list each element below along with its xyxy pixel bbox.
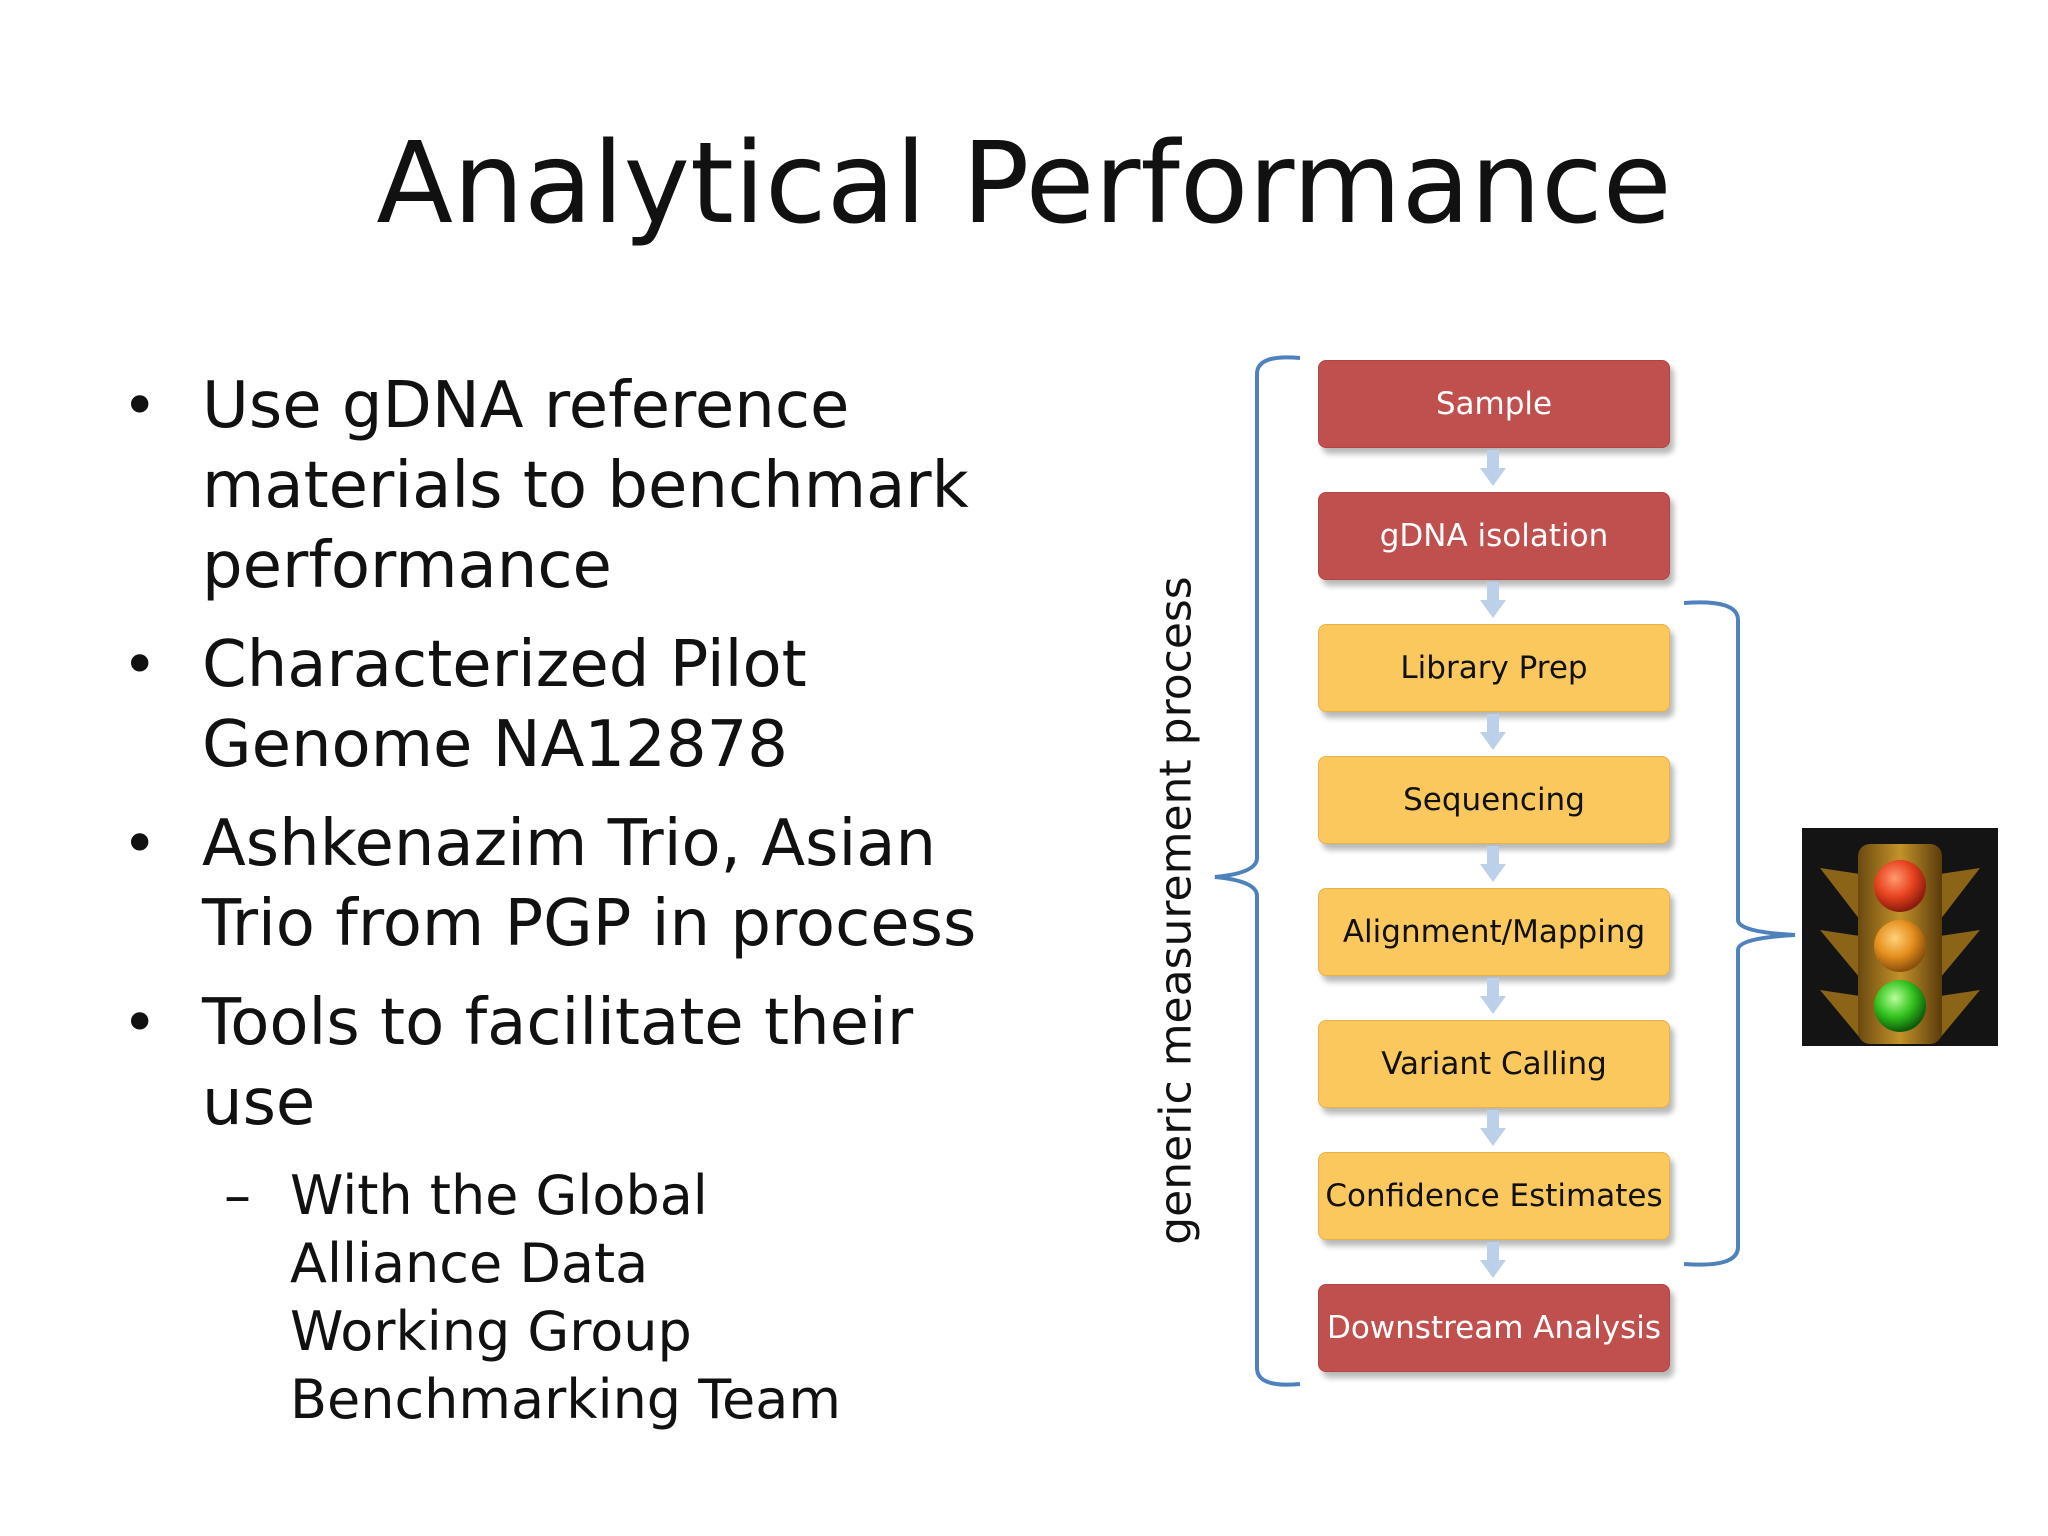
sub-bullet-dash: – [224, 1164, 251, 1227]
step-downstream-analysis: Downstream Analysis [1318, 1284, 1670, 1372]
right-curly-bracket [1683, 600, 1796, 1267]
left-curly-bracket [1214, 355, 1301, 1387]
sub-bullet-item: – With the Global Alliance Data Working … [120, 1162, 850, 1434]
traffic-light-icon [1802, 828, 1998, 1046]
bullet-item: • Characterized Pilot Genome NA12878 [120, 625, 922, 785]
down-arrow-icon [1480, 1110, 1506, 1146]
down-arrow-icon [1480, 582, 1506, 618]
down-arrow-icon [1480, 978, 1506, 1014]
bullet-dot-icon: • [122, 988, 158, 1058]
step-sequencing: Sequencing [1318, 756, 1670, 844]
bullet-item: • Use gDNA reference materials to benchm… [120, 366, 1042, 606]
bullet-text: Use gDNA reference materials to benchmar… [202, 369, 969, 603]
slide-title: Analytical Performance [376, 119, 1672, 249]
bullet-text: Characterized Pilot Genome NA12878 [202, 628, 807, 782]
step-library-prep: Library Prep [1318, 624, 1670, 712]
down-arrow-icon [1480, 714, 1506, 750]
bullet-text: Tools to facilitate their use [202, 986, 914, 1140]
step-variant-calling: Variant Calling [1318, 1020, 1670, 1108]
down-arrow-icon [1480, 1242, 1506, 1278]
sub-bullet-text: With the Global Alliance Data Working Gr… [290, 1164, 841, 1431]
down-arrow-icon [1480, 450, 1506, 486]
bullet-dot-icon: • [122, 371, 158, 441]
step-sample: Sample [1318, 360, 1670, 448]
bullet-text: Ashkenazim Trio, Asian Trio from PGP in … [202, 807, 977, 961]
bullet-item: • Tools to facilitate their use [120, 983, 1002, 1143]
bullet-item: • Ashkenazim Trio, Asian Trio from PGP i… [120, 804, 1042, 964]
step-alignment-mapping: Alignment/Mapping [1318, 888, 1670, 976]
step-gdna-isolation: gDNA isolation [1318, 492, 1670, 580]
bullet-list: • Use gDNA reference materials to benchm… [120, 366, 1000, 1434]
bullet-dot-icon: • [122, 630, 158, 700]
bullet-dot-icon: • [122, 809, 158, 879]
step-confidence-estimates: Confidence Estimates [1318, 1152, 1670, 1240]
down-arrow-icon [1480, 846, 1506, 882]
